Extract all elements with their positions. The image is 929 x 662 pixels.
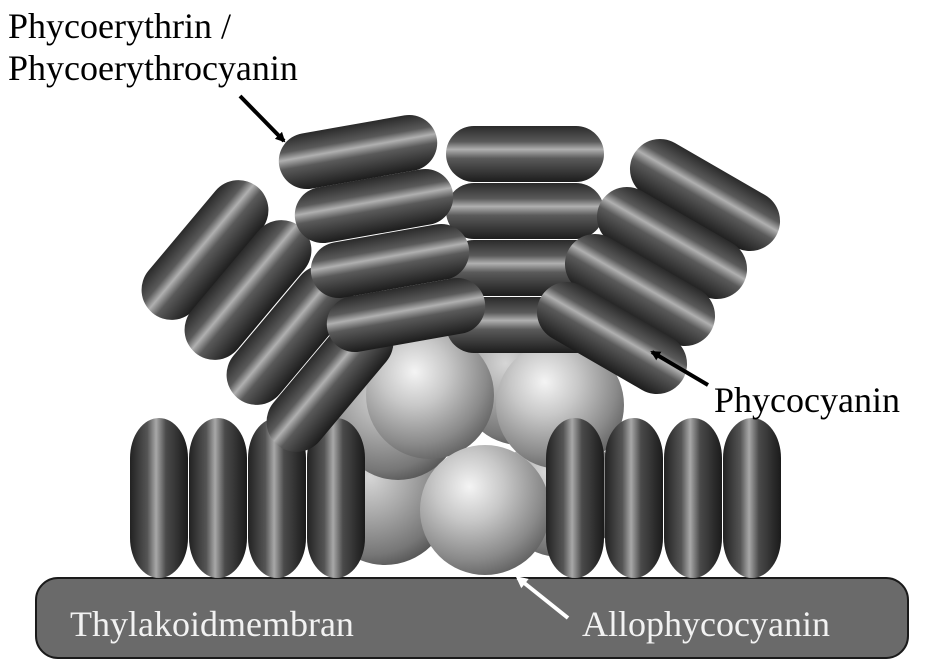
left-disc-stack <box>130 418 365 578</box>
thylakoid-label: Thylakoidmembran <box>70 604 354 644</box>
phycoerythrin-label-line1: Phycoerythrin / <box>8 6 231 46</box>
right-disc-stack <box>546 418 781 578</box>
allophycocyanin-label: Allophycocyanin <box>582 604 830 644</box>
phycocyanin-label: Phycocyanin <box>714 380 900 420</box>
phycoerythrin-label-line2: Phycoerythrocyanin <box>8 48 298 88</box>
phycoerythrin-arrow <box>240 96 284 141</box>
